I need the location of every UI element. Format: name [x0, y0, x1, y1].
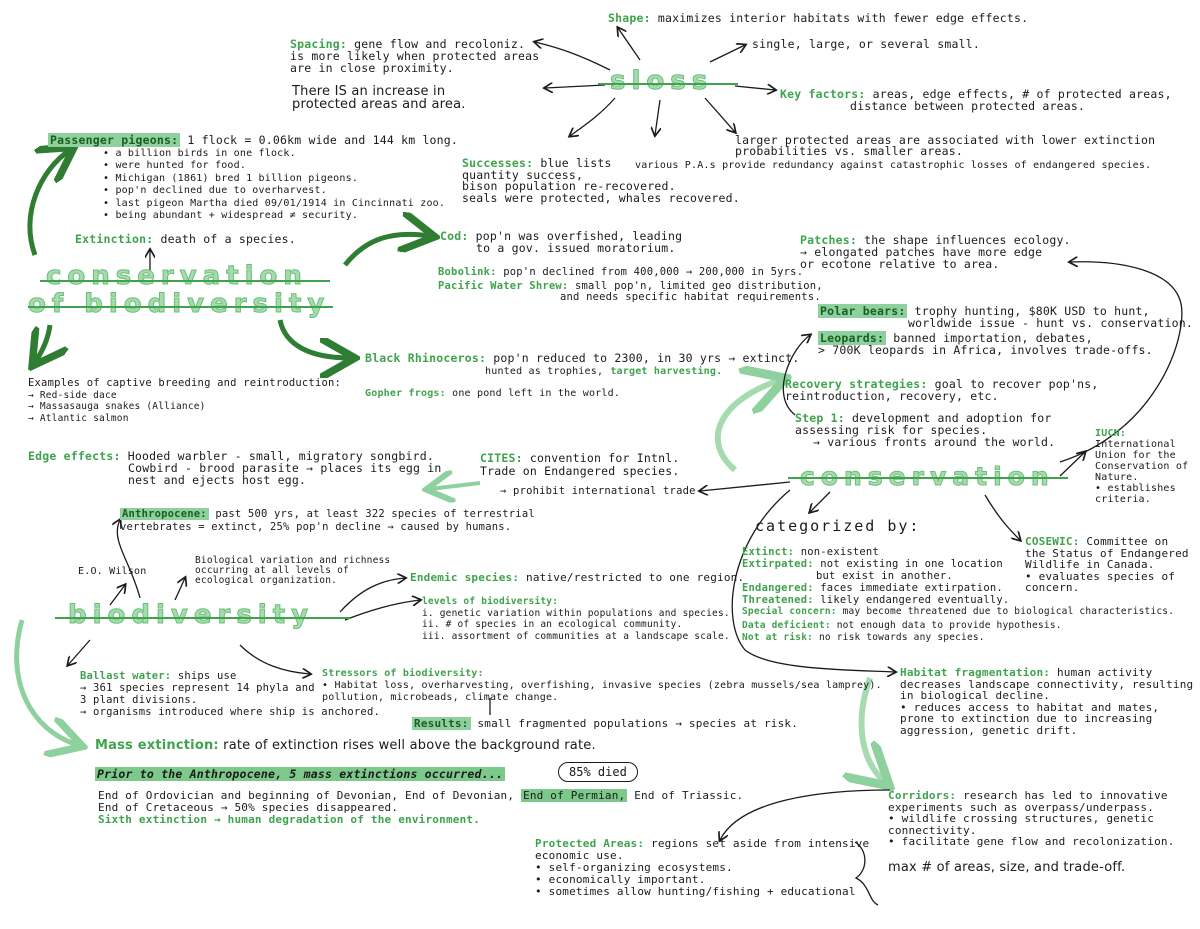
- arrow-increase: [545, 85, 606, 88]
- arrow-corridors: [862, 676, 885, 782]
- edge-effects-note: Edge effects: Hooded warbler - small, mi…: [28, 449, 442, 487]
- larger-note: larger protected areas are associated wi…: [735, 133, 1156, 158]
- biodiversity-strike: [55, 617, 350, 619]
- levels-note: levels of biodiversity: i. genetic varia…: [422, 596, 730, 642]
- cod-note: Cod: pop'n was overfished, leading to a …: [440, 229, 683, 255]
- title-conservation: conservation: [800, 462, 1055, 492]
- title-conservation-of-biodiversity: conservation of biodiversity: [27, 261, 331, 319]
- step1-note: Step 1: development and adoption for ass…: [795, 411, 1056, 449]
- ballast-water-note: Ballast water: ships use → 361 species r…: [80, 670, 380, 718]
- gopher-note: Gopher frogs: one pond left in the world…: [365, 388, 621, 399]
- arrow-to-passenger: [27, 150, 70, 256]
- title-biodiversity: biodiversity: [67, 600, 315, 631]
- arrow-ballast: [68, 639, 91, 665]
- cites-prohibit: → prohibit international trade: [500, 485, 696, 497]
- protected-areas-note: Protected Areas: regions set aside from …: [535, 837, 870, 898]
- single-note: single, large, or several small.: [752, 37, 980, 51]
- spacing-note: Spacing: gene flow and recoloniz. is mor…: [290, 37, 540, 75]
- category-data-deficient: Data deficient: not enough data to provi…: [742, 620, 1062, 631]
- arrow-categorized: [810, 491, 831, 512]
- title-sloss: sloss: [609, 66, 714, 97]
- successes-note: Successes: blue lists quantity success, …: [462, 156, 740, 205]
- category-extirpated: Extirpated: not existing in one location: [742, 558, 1003, 570]
- category-endangered: Endangered: faces immediate extirpation.: [742, 582, 1003, 594]
- sloss-strike: [598, 83, 738, 85]
- mass-events-note: End of Ordovician and beginning of Devon…: [98, 789, 744, 826]
- arrow-shape: [618, 28, 641, 61]
- increase-note: There IS an increase in protected areas …: [292, 84, 466, 112]
- endemic-note: Endemic species: native/restricted to on…: [410, 571, 745, 584]
- arrow-spacing: [535, 42, 611, 71]
- brace-protected: [854, 841, 879, 906]
- arrow-patches: [1059, 262, 1183, 463]
- title-line-1: conservation: [45, 261, 308, 291]
- polar-bears-note: Polar bears: trophy hunting, $80K USD to…: [818, 304, 1193, 330]
- iucn-note: IUCN: International Union for the Conser…: [1095, 428, 1189, 505]
- arrow-to-cod: [343, 234, 430, 267]
- results-note: Results: small fragmented populations → …: [412, 717, 799, 730]
- bobolink-note: Bobolink: pop'n declined from 400,000 → …: [438, 266, 804, 278]
- biological-variation-note: Biological variation and richness occurr…: [195, 555, 391, 586]
- arrow-habitat: [731, 489, 895, 672]
- various-note: various P.A.s provide redundancy against…: [635, 160, 1152, 171]
- died-bubble: 85% died: [558, 762, 638, 782]
- arrow-endemic: [339, 578, 405, 613]
- title-line-2: of biodiversity: [27, 289, 331, 319]
- arrow-to-captive: [35, 324, 50, 362]
- category-special-concern: Special concern: may become threatened d…: [742, 606, 1175, 617]
- arrow-variation: [174, 578, 185, 601]
- captive-breeding-note: Examples of captive breeding and reintro…: [28, 377, 342, 424]
- leopards-note: Leopards: banned importation, debates, >…: [818, 331, 1153, 357]
- arrow-stressors: [239, 644, 310, 674]
- anthropocene-note: Anthropocene: past 500 yrs, at least 322…: [120, 508, 535, 533]
- key-factors-note: Key factors: areas, edge effects, # of p…: [780, 87, 1172, 113]
- cites-note: CITES: convention for Intnl. Trade on En…: [480, 451, 680, 478]
- arrow-levels: [344, 600, 420, 621]
- arrow-successes: [570, 97, 616, 136]
- mass-extinction-note: Mass extinction: rate of extinction rise…: [95, 738, 596, 753]
- categorized-heading: categorized by:: [755, 517, 921, 535]
- arrow-to-rhino: [277, 319, 350, 358]
- arrow-prohibit: [700, 481, 791, 491]
- arrow-protected: [720, 789, 891, 840]
- recovery-strategies-note: Recovery strategies: goal to recover pop…: [785, 377, 1099, 403]
- category-extinct: Extinct: non-existent: [742, 546, 879, 558]
- arrow-cosewic: [984, 494, 1020, 540]
- arrow-single: [709, 45, 745, 63]
- category-extirpated-cont: but exist in another.: [816, 570, 953, 582]
- conservation-strike: [788, 477, 1068, 479]
- arrow-keyfactors: [734, 86, 775, 90]
- habitat-fragmentation-note: Habitat fragmentation: human activity de…: [900, 666, 1194, 737]
- max-note: max # of areas, size, and trade-off.: [888, 860, 1126, 875]
- title-strike-1: [40, 280, 330, 282]
- arrow-various: [655, 99, 660, 135]
- extinction-note: Extinction: death of a species.: [75, 232, 296, 246]
- arrow-larger: [704, 97, 735, 132]
- cosewic-note: COSEWIC: Committee on the Status of Enda…: [1025, 535, 1189, 594]
- arrow-recovery: [714, 380, 780, 473]
- arrow-eo: [109, 585, 125, 606]
- prior-note: Prior to the Anthropocene, 5 mass extinc…: [95, 767, 506, 781]
- rhino-note: Black Rhinoceros: pop'n reduced to 2300,…: [365, 351, 800, 377]
- eo-wilson: E.O. Wilson: [78, 566, 147, 577]
- category-threatened: Threatened: likely endangered eventually…: [742, 594, 1010, 606]
- patches-note: Patches: the shape influences ecology. →…: [800, 233, 1071, 271]
- title-strike-2: [28, 306, 333, 308]
- arrow-cites: [430, 483, 481, 489]
- passenger-pigeons-note: Passenger pigeons: 1 flock = 0.06km wide…: [48, 133, 459, 221]
- arrow-leopards: [782, 335, 810, 416]
- shape-note: Shape: maximizes interior habitats with …: [608, 11, 1029, 25]
- arrow-iucn: [1059, 452, 1085, 477]
- arrow-anthropocene: [117, 520, 141, 599]
- arrow-mass: [14, 619, 78, 745]
- category-not-at-risk: Not at risk: no risk towards any species…: [742, 632, 985, 643]
- stressors-note: Stressors of biodiversity: • Habitat los…: [322, 668, 882, 703]
- categories-list: Extinct: non-existent Extirpated: not ex…: [742, 546, 1174, 644]
- pacific-shrew-note: Pacific Water Shrew: small pop'n, limite…: [438, 280, 823, 303]
- corridors-note: Corridors: research has led to innovativ…: [888, 789, 1175, 848]
